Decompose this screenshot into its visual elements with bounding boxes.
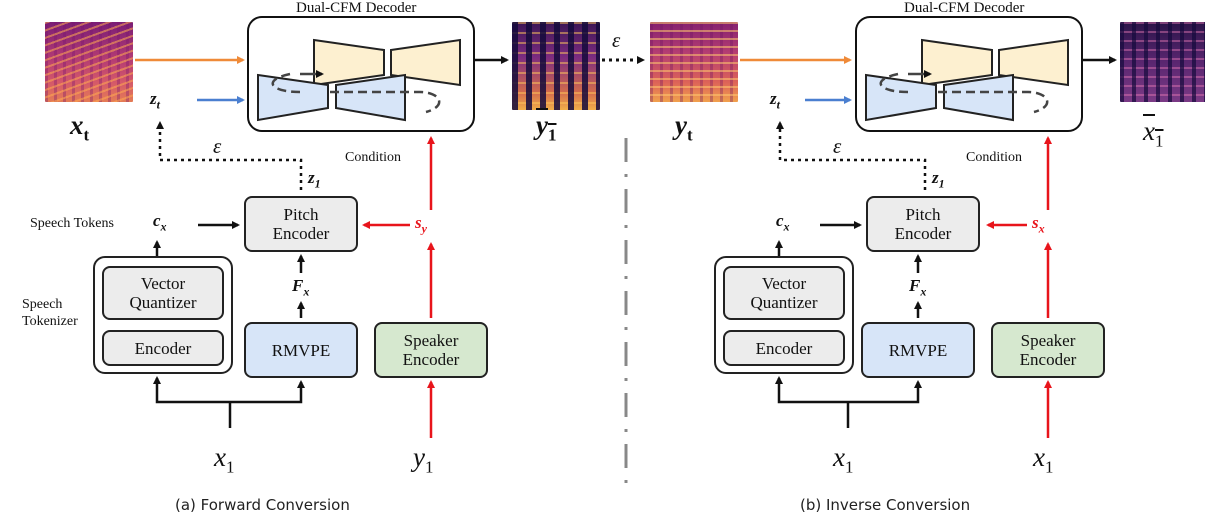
input-spec-label: xt [70, 110, 90, 145]
epsilon-left: ε [833, 134, 842, 158]
style-label: sy [415, 213, 427, 236]
condition-label: Condition [966, 150, 1023, 165]
output-spectrogram [1120, 22, 1205, 102]
panel-b-connectors [740, 56, 1117, 438]
rmvpe-box: RMVPE [861, 322, 975, 378]
condition-label: Condition [345, 150, 402, 165]
decoder-a-graphic [247, 16, 475, 132]
encoder-box: Encoder [102, 330, 224, 366]
cx-label: cx [153, 211, 167, 234]
input-spec-label: yt [675, 110, 693, 145]
forward-caption: (a) Forward Conversion [175, 496, 350, 514]
target-label: y1 [413, 442, 434, 477]
epsilon-top: ε [612, 28, 621, 52]
decoder-title: Dual-CFM Decoder [296, 0, 417, 16]
source-label: x1 [833, 442, 854, 477]
epsilon-left: ε [213, 134, 222, 158]
inverse-caption: (b) Inverse Conversion [800, 496, 971, 514]
speech-tokens-label: Speech Tokens [30, 216, 114, 231]
output-spectrogram [512, 22, 600, 110]
output-label: y1 [536, 110, 557, 145]
fx-label: Fx [292, 276, 310, 299]
fx-label: Fx [909, 276, 927, 299]
style-label: sx [1032, 213, 1045, 236]
input-spectrogram [45, 22, 133, 102]
rmvpe-box: RMVPE [244, 322, 358, 378]
panel-a-connectors [135, 56, 645, 438]
cx-label: cx [776, 211, 790, 234]
z1-label: z1 [932, 168, 945, 191]
decoder-b-graphic [855, 16, 1083, 132]
target-label: x1 [1033, 442, 1054, 477]
z1-label: z1 [308, 168, 321, 191]
decoder-title: Dual-CFM Decoder [904, 0, 1025, 16]
noise-label: zt [770, 89, 780, 112]
source-label: x1 [214, 442, 235, 477]
output-label: x1 [1143, 116, 1164, 151]
encoder-box: Encoder [723, 330, 845, 366]
noise-label: zt [150, 89, 160, 112]
input-spectrogram [650, 22, 738, 102]
